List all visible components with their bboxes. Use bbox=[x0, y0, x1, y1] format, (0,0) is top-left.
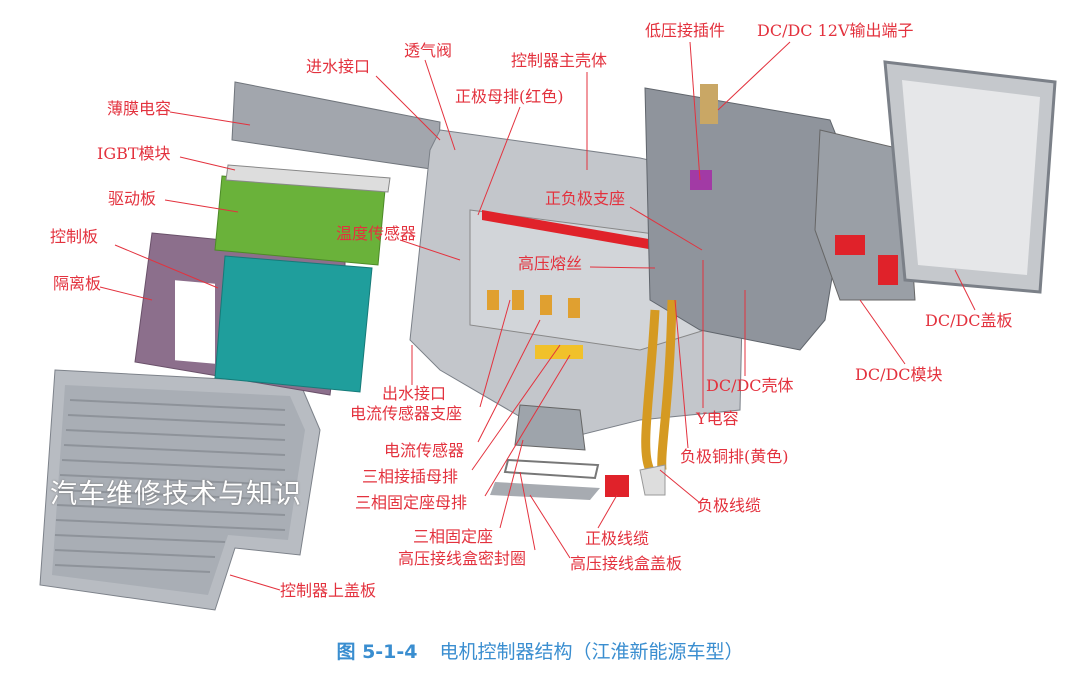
label-dcdc-module: DC/DC模块 bbox=[855, 365, 943, 384]
label-negative-cable: 负极线缆 bbox=[697, 496, 762, 515]
label-low-voltage-connector: 低压接插件 bbox=[645, 21, 726, 40]
label-dcdc-housing: DC/DC壳体 bbox=[706, 376, 794, 395]
label-three-phase-mount-busbar: 三相固定座母排 bbox=[355, 493, 468, 512]
label-dcdc-cover: DC/DC盖板 bbox=[925, 311, 1013, 330]
watermark: 汽车维修技术与知识 bbox=[50, 479, 302, 510]
figure-number: 图 5-1-4 bbox=[336, 641, 418, 663]
three-phase-mount bbox=[514, 404, 586, 451]
label-driver-board: 驱动板 bbox=[108, 189, 157, 208]
label-current-sensor-mount: 电流传感器支座 bbox=[350, 404, 463, 423]
label-igbt-module: IGBT模块 bbox=[97, 144, 171, 163]
label-hv-box-cover: 高压接线盒盖板 bbox=[570, 554, 683, 573]
label-controller-top-cover: 控制器上盖板 bbox=[280, 581, 377, 600]
label-three-phase-plug-busbar: 三相接插母排 bbox=[362, 467, 459, 486]
film-capacitor bbox=[231, 81, 441, 171]
label-isolation-plate: 隔离板 bbox=[53, 274, 102, 293]
label-hv-fuse: 高压熔丝 bbox=[518, 254, 583, 273]
cables bbox=[641, 299, 677, 473]
igbt-module bbox=[225, 164, 391, 193]
label-three-phase-mount: 三相固定座 bbox=[413, 527, 494, 546]
label-breather-valve: 透气阀 bbox=[404, 41, 453, 60]
figure-caption: 图 5-1-4 电机控制器结构（江淮新能源车型） bbox=[0, 637, 1080, 664]
label-film-capacitor: 薄膜电容 bbox=[107, 99, 172, 118]
label-dcdc-12v-terminal: DC/DC 12V输出端子 bbox=[757, 21, 914, 40]
leader-lines bbox=[99, 41, 976, 591]
label-control-board: 控制板 bbox=[50, 227, 99, 246]
label-y-capacitor: Y电容 bbox=[696, 409, 739, 428]
hv-box-cover bbox=[490, 482, 600, 500]
label-temperature-sensor: 温度传感器 bbox=[336, 224, 417, 243]
dcdc-12v-terminal bbox=[700, 84, 718, 124]
label-pos-neg-mount: 正负极支座 bbox=[545, 189, 626, 208]
controller-top-cover bbox=[39, 369, 321, 611]
label-water-inlet: 进水接口 bbox=[306, 57, 371, 76]
label-water-outlet: 出水接口 bbox=[382, 384, 447, 403]
dcdc-housing bbox=[644, 87, 851, 351]
label-main-housing: 控制器主壳体 bbox=[511, 51, 608, 70]
hv-box-seal bbox=[503, 458, 600, 480]
control-board bbox=[214, 255, 373, 393]
busbar-tabs bbox=[487, 290, 580, 318]
positive-busbar bbox=[482, 210, 700, 258]
label-hv-box-seal: 高压接线盒密封圈 bbox=[398, 549, 527, 568]
label-negative-busbar: 负极铜排(黄色) bbox=[680, 447, 789, 466]
figure-title: 电机控制器结构（江淮新能源车型） bbox=[439, 641, 744, 663]
low-voltage-connector bbox=[690, 170, 712, 190]
label-positive-cable: 正极线缆 bbox=[585, 529, 650, 548]
label-current-sensor: 电流传感器 bbox=[384, 441, 465, 460]
label-positive-busbar: 正极母排(红色) bbox=[455, 87, 564, 106]
